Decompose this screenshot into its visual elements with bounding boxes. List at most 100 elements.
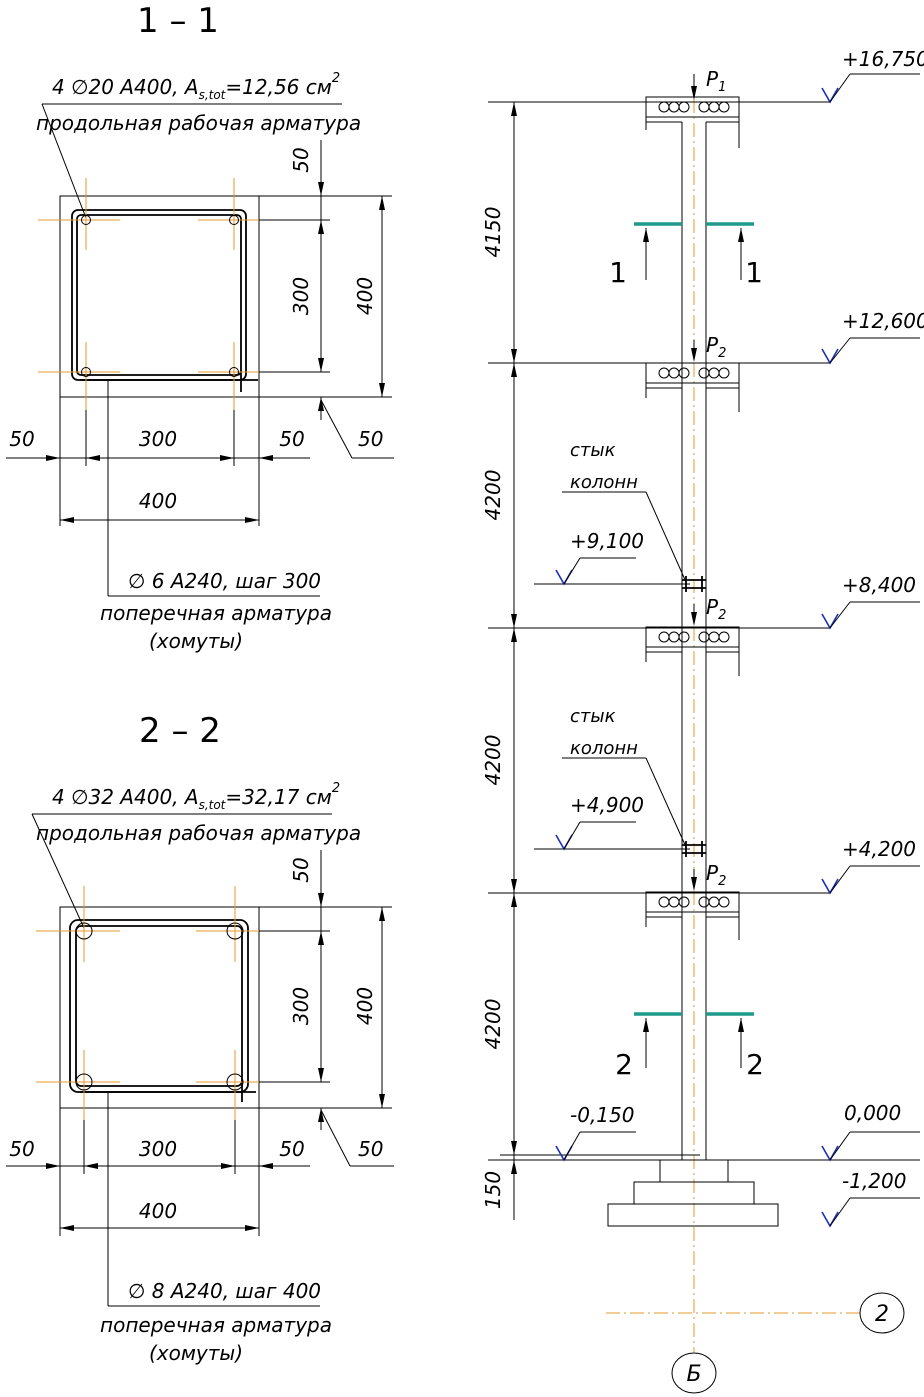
svg-text:2: 2 [615,1048,633,1081]
svg-text:0,000: 0,000 [844,1101,901,1125]
floor-slab [645,626,740,676]
section-1-long-rebar: 4 ∅20 A400, A [52,75,199,99]
svg-text:+4,900: +4,900 [570,793,644,817]
section-2-bar [75,922,93,940]
load-p2: P [706,333,719,357]
level-mark: +4,200 [821,837,920,895]
section-1-dim-inner-v: 300 [289,277,313,315]
section-1-stirrup-spec: ∅ 6 A240, шаг 300 [128,569,321,593]
svg-text:1: 1 [745,256,763,289]
level-mark: +12,600 [821,309,924,365]
section-1-outline [59,195,260,398]
height-foundation: 150 [481,1171,505,1209]
section-2-as-sup: 2 [332,781,340,796]
section-2-dim-top-cover: 50 [289,857,313,882]
load-p2: P [706,861,719,885]
section-cut-1: 1 1 [609,222,763,289]
svg-text:1: 1 [609,256,627,289]
section-2-as-val: =32,17 см [225,785,331,809]
axis-label-2: 2 [875,1302,889,1327]
section-2-stirrup [69,919,249,1093]
svg-text:P2: P2 [706,333,726,361]
column-joint: стык колонн [562,440,706,592]
section-cut-2: 2 2 [615,1012,764,1081]
section-2-dim-left-cover: 50 [9,1137,34,1161]
section-2-dim-outer-h: 400 [139,1199,177,1223]
svg-text:колонн: колонн [570,472,638,493]
svg-text:P2: P2 [706,595,726,623]
svg-text:-1,200: -1,200 [842,1169,906,1193]
height-floor-2: 4200 [481,735,505,786]
svg-text:2: 2 [746,1048,764,1081]
joint-level-mark: +4,900 [534,793,690,851]
section-2-title: 2 – 2 [139,711,221,751]
section-2-stirrup-label: поперечная арматура [100,1313,332,1337]
section-1-dim-outer-v: 400 [353,277,377,315]
floor-level-mark: -0,150 [555,1103,636,1162]
level-mark: -1,200 [821,1169,920,1228]
section-2-dim-right-cover: 50 [279,1137,304,1161]
section-2-stirrup-spec: ∅ 8 A240, шаг 400 [128,1279,321,1303]
section-2-bar [75,1073,93,1091]
axis-label-b: Б [686,1362,701,1387]
load-p1: P [706,67,719,91]
svg-text:+9,100: +9,100 [570,529,644,553]
section-1-dim-right-cover: 50 [279,427,304,451]
axis-bubble-b [671,1352,717,1394]
section-1-stirrup [71,209,247,381]
height-floor-3: 4200 [481,470,505,521]
section-1-title: 1 – 1 [137,1,219,41]
section-2-long-label: продольная рабочая арматура [36,821,361,845]
floor-slab [645,891,740,940]
section-1-stirrup-label-2: (хомуты) [149,629,243,653]
section-1-dim-inner-h: 300 [139,427,177,451]
column-joint: стык колонн [562,706,706,857]
level-mark: +8,400 [821,573,920,630]
section-2-outline [59,906,260,1109]
column-elevation: 4150 4200 4200 4200 150 P1 P2 P2 P2 +16,… [481,47,924,1394]
svg-text:колонн: колонн [570,738,638,759]
svg-text:+4,200: +4,200 [842,837,916,861]
section-1-as-sub: s,tot [199,88,227,102]
section-2-2: 2 – 2 4 ∅32 A400, As,tot=32,17 см2 продо… [6,711,394,1365]
section-1-dim-top-cover: 50 [289,147,313,172]
section-1-bar [81,367,91,377]
section-2-bar [226,1073,244,1091]
svg-text:4 ∅32 A400, As,tot=32,17 см2: 4 ∅32 A400, As,tot=32,17 см2 [52,781,340,812]
foundation [607,1159,779,1227]
height-floor-1: 4200 [481,999,505,1050]
svg-text:+12,600: +12,600 [842,309,924,333]
svg-text:стык: стык [570,440,616,461]
load-p2: P [706,595,719,619]
svg-text:+16,750: +16,750 [842,47,924,71]
floor-slab [645,362,740,412]
section-1-bar [81,215,91,225]
section-1-as-val: =12,56 см [225,75,331,99]
joint-level-mark: +9,100 [534,529,690,586]
svg-text:P1: P1 [706,67,726,95]
level-mark: +16,750 [821,47,924,104]
section-2-dim-outer-v: 400 [353,987,377,1025]
level-mark: 0,000 [821,1101,920,1162]
section-1-as-sup: 2 [332,71,340,86]
svg-text:P2: P2 [706,861,726,889]
section-2-as-sub: s,tot [199,798,227,812]
section-1-dim-bottom-cover: 50 [358,427,383,451]
svg-text:-0,150: -0,150 [570,1103,634,1127]
section-2-long-rebar: 4 ∅32 A400, A [52,785,199,809]
section-2-stirrup-label-2: (хомуты) [149,1341,243,1365]
section-2-dim-inner-v: 300 [289,987,313,1025]
axis-bubble-2 [859,1292,905,1334]
section-2-bar [226,922,244,940]
section-1-dim-left-cover: 50 [9,427,34,451]
section-1-bar [229,367,239,377]
floor-slab [645,96,740,148]
svg-text:4 ∅20 A400, As,tot=12,56 см2: 4 ∅20 A400, As,tot=12,56 см2 [52,71,340,102]
section-1-stirrup-label: поперечная арматура [100,601,332,625]
svg-text:+8,400: +8,400 [842,573,916,597]
height-floor-4: 4150 [481,207,505,258]
section-2-dim-bottom-cover: 50 [358,1137,383,1161]
section-1-dim-outer-h: 400 [139,489,177,513]
section-1-long-label: продольная рабочая арматура [36,111,361,135]
